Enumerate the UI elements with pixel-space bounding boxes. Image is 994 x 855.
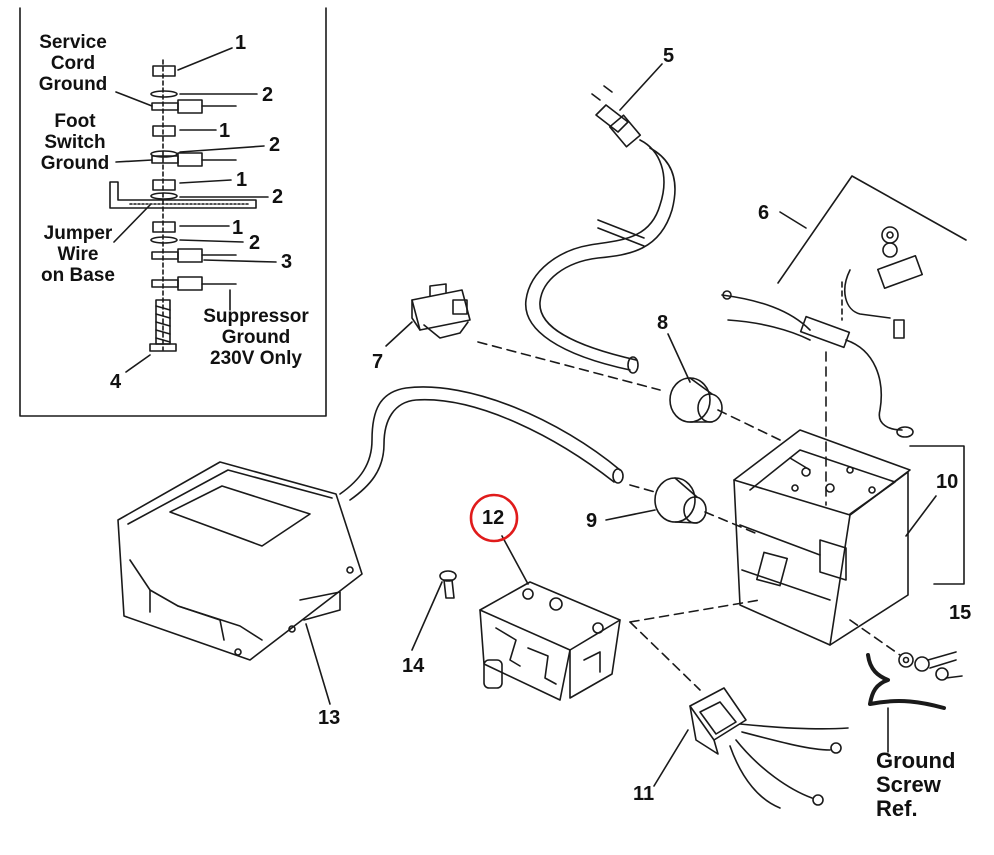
mounting-screw: [439, 570, 457, 599]
leader-lines: [305, 63, 937, 787]
highlight-circle: [469, 493, 519, 543]
service-cord-ground-label: Service Cord Ground: [30, 32, 116, 95]
ground-screws: [866, 651, 963, 710]
label-line: Cord: [50, 53, 96, 74]
label-line: on Base: [41, 265, 115, 286]
label-line: Switch: [44, 132, 106, 153]
label-line: Jumper: [43, 223, 113, 244]
ground-screw-ref-label: Ground Screw Ref.: [876, 749, 955, 821]
part-number-5: 5: [663, 45, 675, 67]
foot-switch: [117, 386, 624, 661]
switch-body: [479, 581, 621, 701]
inset-callout-3: 3: [281, 251, 293, 273]
small-switch-module: [411, 283, 471, 339]
label-line: Service: [39, 32, 107, 53]
inset-callout-4: 4: [110, 371, 122, 393]
part-number-6: 6: [758, 202, 770, 224]
strain-relief-9: [654, 477, 707, 524]
label-line: 230V Only: [210, 348, 302, 369]
inset-callout-1c: 1: [236, 169, 248, 191]
inset-callout-2c: 2: [272, 186, 284, 208]
assembly-lines: [477, 341, 901, 691]
part-number-14: 14: [402, 655, 425, 677]
label-line: Ground: [876, 748, 956, 773]
inset-callout-1d: 1: [232, 217, 244, 239]
label-line: Ground: [40, 153, 110, 174]
suppressor-ground-label: Suppressor Ground 230V Only: [194, 306, 318, 369]
label-line: Ref.: [876, 796, 918, 821]
inset-callout-1a: 1: [235, 32, 247, 54]
foot-switch-ground-label: Foot Switch Ground: [30, 111, 120, 174]
part-number-12: 12: [482, 507, 505, 529]
ground-wire-assembly: [721, 175, 967, 438]
part-number-13: 13: [318, 707, 341, 729]
label-line: Screw: [876, 772, 941, 797]
label-line: Wire: [57, 244, 99, 265]
part-number-7: 7: [372, 351, 384, 373]
inset-callout-2b: 2: [269, 134, 281, 156]
label-line: Ground: [221, 327, 291, 348]
inset-callout-1b: 1: [219, 120, 231, 142]
inset-frame: [19, 7, 327, 417]
ground-hardware-stack: [109, 47, 277, 373]
part-number-11: 11: [633, 783, 655, 805]
label-line: Foot: [54, 111, 96, 132]
strain-relief-8: [669, 377, 723, 423]
jumper-wire-label: Jumper Wire on Base: [30, 223, 126, 286]
part-number-10: 10: [936, 471, 959, 493]
label-line: Ground: [38, 74, 108, 95]
contactor-with-leads: [689, 687, 849, 809]
part-number-9: 9: [586, 510, 598, 532]
service-cord: [525, 85, 676, 374]
part-number-8: 8: [657, 312, 669, 334]
electrical-box: [733, 429, 965, 646]
label-line: Suppressor: [203, 306, 309, 327]
inset-callout-2d: 2: [249, 232, 261, 254]
part-number-15: 15: [949, 602, 972, 624]
inset-callout-2a: 2: [262, 84, 274, 106]
